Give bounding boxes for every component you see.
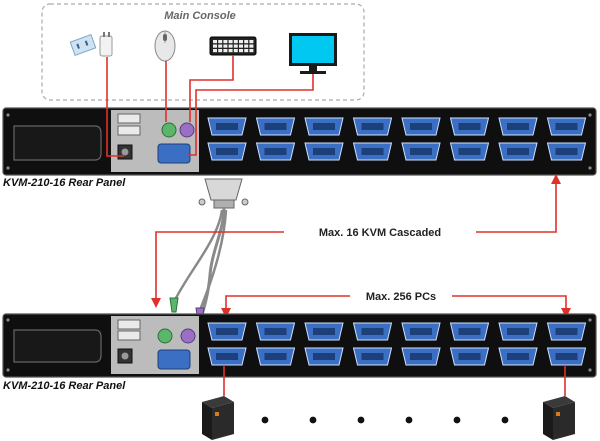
cascade-label: Max. 16 KVM Cascaded xyxy=(319,227,441,239)
top-vga-port-pins-16 xyxy=(555,148,578,155)
bottom-vga-port-pins-6 xyxy=(458,328,481,335)
main-console-title: Main Console xyxy=(164,10,236,22)
top-kvm-rear-panel xyxy=(2,107,597,176)
top-vga-port-pins-4 xyxy=(361,123,384,130)
bottom-vga-port-pins-11 xyxy=(313,353,335,360)
mouse-icon xyxy=(154,30,176,62)
keyboard-key xyxy=(233,49,238,53)
keyboard-icon xyxy=(209,36,257,56)
bottom-vga-port-pins-8 xyxy=(555,328,578,335)
bottom-vga-port-pins-2 xyxy=(264,328,287,335)
keyboard-cable xyxy=(189,55,234,122)
keyboard-key xyxy=(233,40,238,44)
pcs-arrow-left xyxy=(225,295,350,310)
keyboard-key xyxy=(223,40,228,44)
keyboard-key xyxy=(239,40,243,44)
keyboard-key xyxy=(239,44,243,48)
bottom-vga-port-pins-1 xyxy=(216,328,238,335)
top-vga-port-pins-10 xyxy=(264,148,287,155)
bottom-vga-port-pins-7 xyxy=(507,328,529,335)
cascade-arrowhead-right xyxy=(551,174,561,184)
bottom-panel-label: KVM-210-16 Rear Panel xyxy=(3,380,126,392)
cascade-arrow-left xyxy=(155,231,284,300)
bottom-vga-port-pins-10 xyxy=(264,353,287,360)
power-adapter-icon xyxy=(99,32,113,57)
top-vga-port-pins-5 xyxy=(410,123,432,130)
top-vga-port-pins-15 xyxy=(507,148,529,155)
top-vga-port-pins-13 xyxy=(410,148,432,155)
bottom-vga-port-pins-14 xyxy=(458,353,481,360)
console-title-bg xyxy=(155,7,245,23)
pc-tower-left-icon xyxy=(202,396,234,440)
top-vga-port-pins-6 xyxy=(458,123,481,130)
pcs-label: Max. 256 PCs xyxy=(366,291,436,303)
bottom-vga-port-pins-9 xyxy=(216,353,238,360)
power-cable xyxy=(106,57,124,157)
top-panel-label: KVM-210-16 Rear Panel xyxy=(3,177,126,189)
pcs-arrowhead-right xyxy=(561,308,571,318)
keyboard-key xyxy=(218,44,223,48)
monitor-icon xyxy=(289,33,337,74)
top-vga-port-pins-12 xyxy=(361,148,384,155)
bottom-vga-port-pins-15 xyxy=(507,353,529,360)
keyboard-key xyxy=(218,40,223,44)
keyboard-key xyxy=(249,40,254,44)
bottom-vga-port-pins-12 xyxy=(361,353,384,360)
keyboard-key xyxy=(233,44,238,48)
bottom-vga-port-pins-13 xyxy=(410,353,432,360)
keyboard-key xyxy=(249,49,254,53)
keyboard-key xyxy=(228,44,233,48)
top-vga-port-pins-8 xyxy=(555,123,578,130)
keyboard-key xyxy=(244,44,249,48)
top-vga-port-pins-9 xyxy=(216,148,238,155)
monitor-cable xyxy=(188,74,314,156)
main-console-box xyxy=(41,3,365,101)
keyboard-key xyxy=(223,49,228,53)
keyboard-key xyxy=(244,40,249,44)
keyboard-key xyxy=(213,49,217,53)
bottom-vga-port-pins-16 xyxy=(555,353,578,360)
keyboard-key xyxy=(228,49,233,53)
bottom-vga-port-pins-5 xyxy=(410,328,432,335)
power-outlet-icon xyxy=(69,34,97,56)
keyboard-key xyxy=(239,49,243,53)
pc-ellipsis xyxy=(261,416,509,424)
top-vga-port-pins-7 xyxy=(507,123,529,130)
top-vga-port-pins-11 xyxy=(313,148,335,155)
keyboard-key xyxy=(218,49,223,53)
cascade-arrow-right xyxy=(476,182,557,233)
cascade-arrowhead-left xyxy=(151,298,161,308)
keyboard-key xyxy=(213,40,217,44)
keyboard-key xyxy=(213,44,217,48)
pcs-arrowhead-left xyxy=(221,308,231,318)
keyboard-key xyxy=(228,40,233,44)
top-vga-port-pins-14 xyxy=(458,148,481,155)
bottom-vga-port-pins-4 xyxy=(361,328,384,335)
top-vga-port-pins-2 xyxy=(264,123,287,130)
bottom-vga-port-pins-3 xyxy=(313,328,335,335)
bottom-kvm-rear-panel xyxy=(2,313,597,378)
top-vga-port-pins-1 xyxy=(216,123,238,130)
keyboard-key xyxy=(249,44,254,48)
top-vga-port-pins-3 xyxy=(313,123,335,130)
pc-tower-right-icon xyxy=(543,396,575,440)
keyboard-key xyxy=(244,49,249,53)
keyboard-key xyxy=(223,44,228,48)
pcs-arrow-right xyxy=(452,295,567,310)
